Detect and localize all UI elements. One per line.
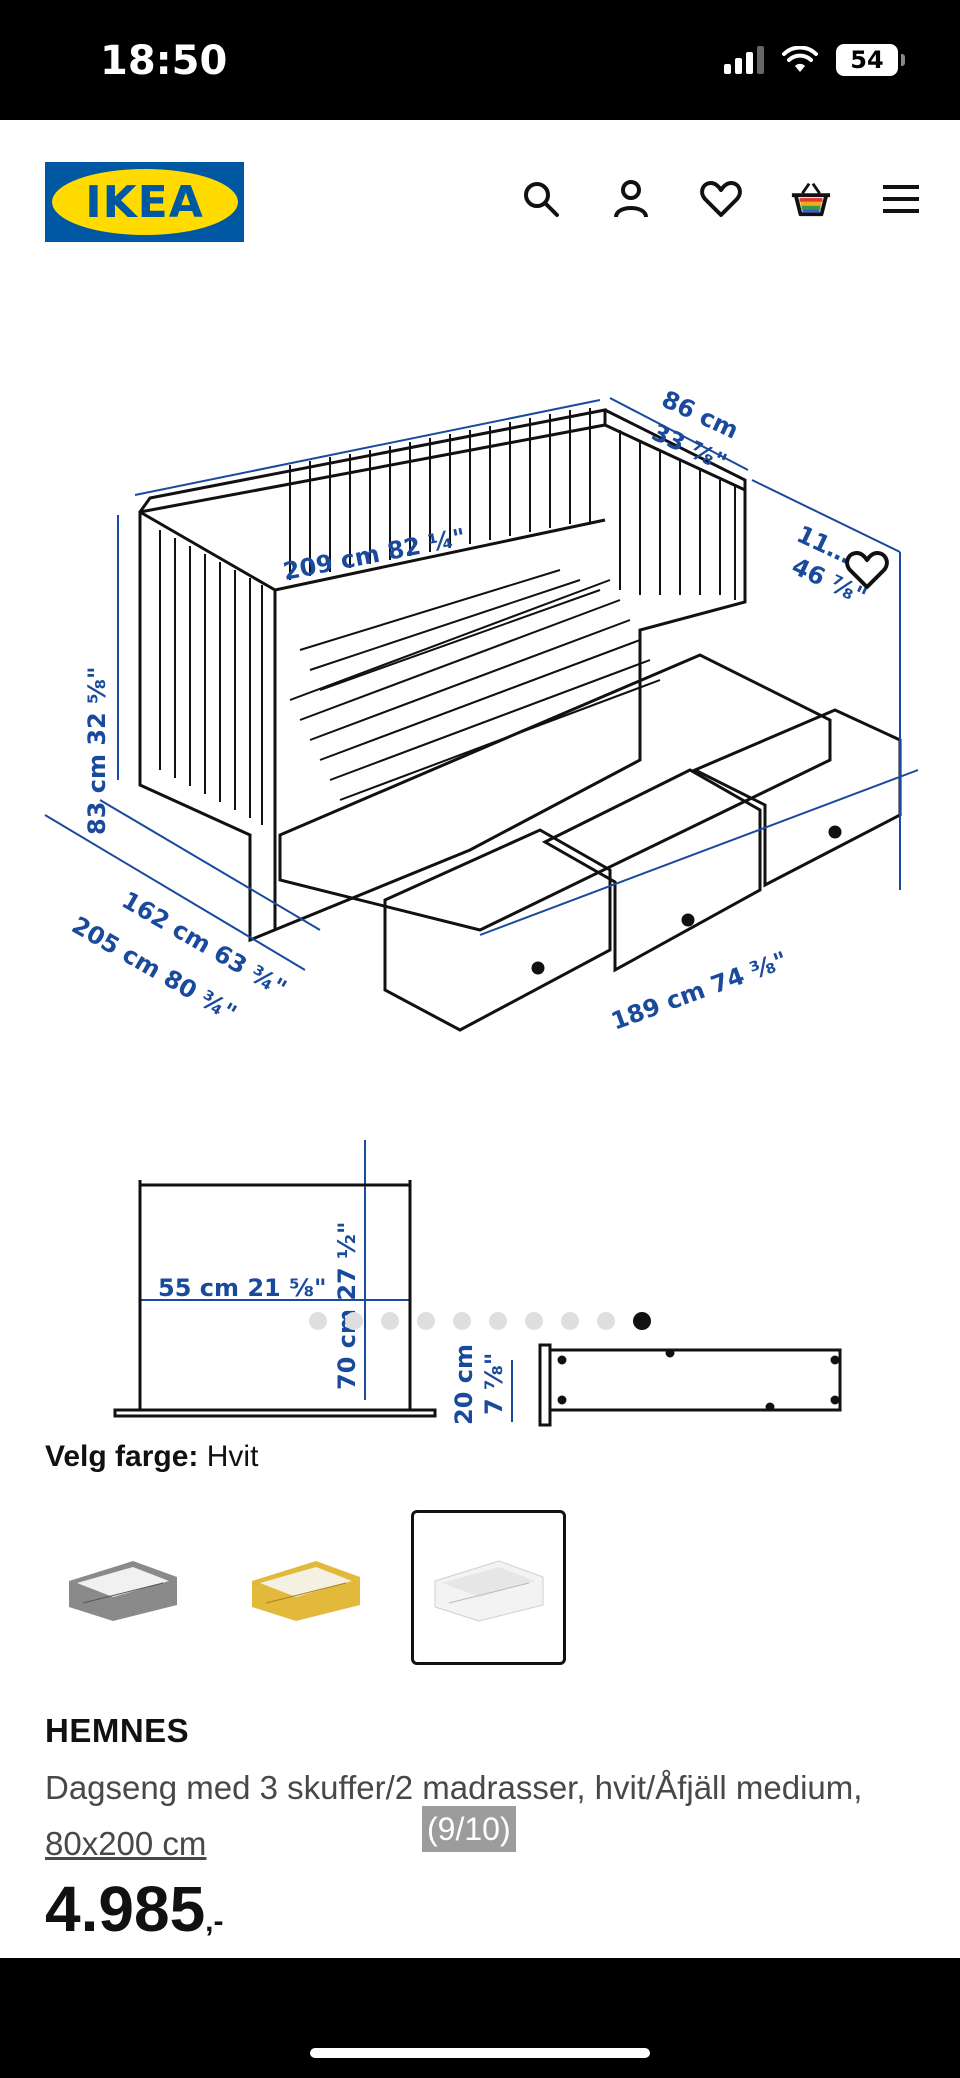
gallery-dot-active[interactable] xyxy=(633,1312,651,1330)
yellow-bed-thumbnail xyxy=(251,1560,360,1621)
swatch-white[interactable] xyxy=(411,1510,566,1665)
heart-icon[interactable] xyxy=(700,178,742,220)
gallery-dot[interactable] xyxy=(453,1312,471,1330)
color-label-title: Velg farge: xyxy=(45,1440,199,1473)
product-price: 4.985,- xyxy=(45,1872,223,1946)
white-bed-thumbnail xyxy=(434,1559,543,1622)
gallery-dot[interactable] xyxy=(597,1312,615,1330)
size-link[interactable]: 80x200 cm xyxy=(45,1825,207,1862)
status-icons: 54 xyxy=(724,44,905,76)
price-suffix: ,- xyxy=(205,1905,224,1938)
dim-length-top: 209 cm 82 ¼" xyxy=(281,523,468,586)
dimension-drawing: 209 cm 82 ¼" 86 cm 33 ⅞" 11… 46 ⅞" 83 cm… xyxy=(44,385,919,1427)
swatch-yellow[interactable] xyxy=(228,1510,383,1665)
gallery-dot[interactable] xyxy=(381,1312,399,1330)
price-value: 4.985 xyxy=(45,1873,206,1945)
dim-drawer-height: 20 cm xyxy=(450,1344,478,1425)
ikea-logo[interactable]: IKEA xyxy=(45,162,244,242)
status-time: 18:50 xyxy=(100,38,228,84)
product-image-gallery[interactable]: 209 cm 82 ¼" 86 cm 33 ⅞" 11… 46 ⅞" 83 cm… xyxy=(0,290,960,1460)
dim-drawer-height-in: 7 ⅞" xyxy=(480,1353,508,1415)
color-label: Velg farge: Hvit xyxy=(45,1440,258,1474)
product-page: IKEA xyxy=(0,120,960,1958)
user-icon[interactable] xyxy=(610,178,652,220)
dim-side-width: 55 cm 21 ⅝" xyxy=(158,1274,326,1302)
gallery-dot[interactable] xyxy=(309,1312,327,1330)
product-description: Dagseng med 3 skuffer/2 madrasser, hvit/… xyxy=(45,1760,905,1872)
color-swatches xyxy=(45,1510,566,1665)
product-name: HEMNES xyxy=(45,1712,190,1749)
product-description-text: Dagseng med 3 skuffer/2 madrasser, hvit/… xyxy=(45,1769,863,1806)
logo-text: IKEA xyxy=(85,176,204,228)
status-bar: 18:50 54 xyxy=(0,0,960,120)
battery-icon: 54 xyxy=(836,44,905,76)
color-selected-value: Hvit xyxy=(206,1440,259,1473)
gallery-dot[interactable] xyxy=(561,1312,579,1330)
signal-icon xyxy=(724,46,764,74)
gallery-dot[interactable] xyxy=(417,1312,435,1330)
grey-bed-thumbnail xyxy=(68,1560,177,1621)
swatch-grey[interactable] xyxy=(45,1510,200,1665)
gallery-dot[interactable] xyxy=(345,1312,363,1330)
bottom-bar xyxy=(0,1958,960,2078)
gallery-dot[interactable] xyxy=(489,1312,507,1330)
wifi-icon xyxy=(782,46,818,72)
search-icon[interactable] xyxy=(520,178,562,220)
header: IKEA xyxy=(0,120,960,280)
basket-icon[interactable] xyxy=(790,178,832,220)
header-nav xyxy=(520,178,922,220)
gallery-dot[interactable] xyxy=(525,1312,543,1330)
gallery-dots xyxy=(0,1312,960,1330)
favourite-heart-icon[interactable] xyxy=(845,550,895,600)
dim-side-height: 70 cm 27 ½" xyxy=(333,1222,361,1390)
menu-icon[interactable] xyxy=(880,178,922,220)
dim-height-left: 83 cm 32 ⅝" xyxy=(83,667,111,835)
page-indicator: (9/10) xyxy=(422,1806,516,1852)
home-indicator[interactable] xyxy=(310,2048,650,2058)
